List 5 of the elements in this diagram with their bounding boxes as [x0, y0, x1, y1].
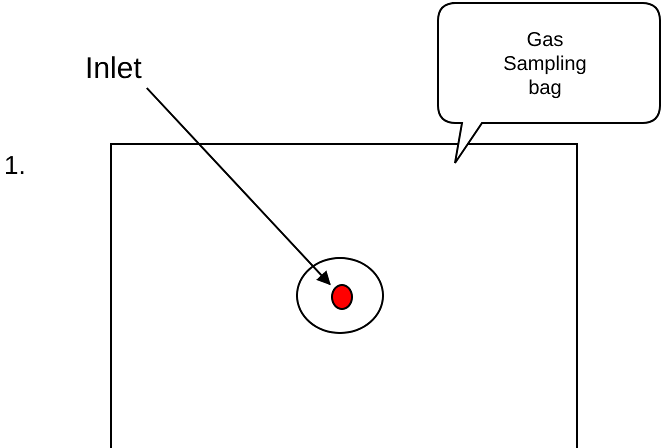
- step-number: 1.: [4, 150, 26, 180]
- inlet-label: Inlet: [85, 52, 175, 88]
- inlet-port: [331, 284, 353, 310]
- arrow: [146, 87, 331, 286]
- sampling-bag: [110, 143, 578, 448]
